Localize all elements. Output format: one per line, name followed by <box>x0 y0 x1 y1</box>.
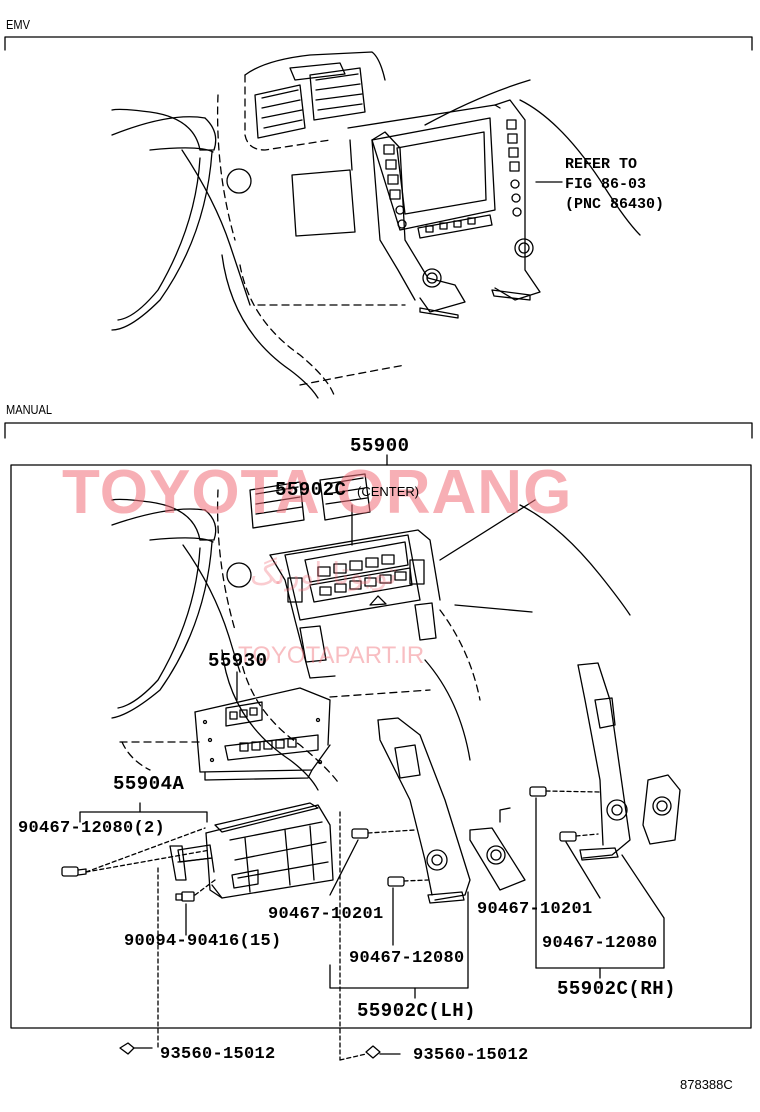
leader-lines <box>79 790 665 1061</box>
part-label-control-unit: 55930 <box>208 650 268 672</box>
rh-panel-drawing <box>577 662 681 861</box>
part-label-rh-panel: 55902C(RH) <box>557 978 677 1000</box>
watermark-brand: TOYOTA ORANG <box>62 458 573 527</box>
figure-code: 878388C <box>680 1077 733 1092</box>
emv-display-unit <box>291 99 563 319</box>
part-label-clip-rh-2: 90467-12080 <box>542 934 658 953</box>
part-label-assembly: 55900 <box>350 435 410 457</box>
part-label-nut-left: 93560-15012 <box>160 1045 276 1064</box>
part-label-nut-right: 93560-15012 <box>413 1046 529 1065</box>
manual-section-label: MANUAL <box>6 402 53 417</box>
emv-vents <box>254 62 366 139</box>
manual-dashboard-lines <box>111 489 631 791</box>
fasteners <box>61 786 577 1059</box>
emv-section-bracket <box>4 36 753 51</box>
part-label-clip-lh-2: 90467-12080 <box>349 949 465 968</box>
refer-note-line1: REFER TO <box>565 156 638 173</box>
part-label-center-panel: 55902C <box>275 479 347 501</box>
lh-panel-drawing <box>377 717 526 904</box>
part-label-center-suffix: (CENTER) <box>357 484 420 499</box>
manual-assembly-frame <box>10 464 752 1029</box>
bracket-55904a <box>169 802 334 899</box>
control-unit-55930 <box>194 671 331 781</box>
emv-dashboard-lines <box>111 51 641 399</box>
part-label-lh-panel: 55902C(LH) <box>357 1000 477 1022</box>
part-label-clip-rh-1: 90467-10201 <box>477 900 593 919</box>
part-label-clip-lh-1: 90467-10201 <box>268 905 384 924</box>
watermark-site: TOYOTAPART.IR <box>238 642 425 669</box>
manual-section-bracket <box>4 422 753 466</box>
part-label-bolt-count: 90094-90416(15) <box>124 932 282 951</box>
part-label-bracket: 55904A <box>113 773 185 795</box>
refer-note-line2: FIG 86-03 <box>565 176 647 193</box>
part-label-screw-a: 90467-12080(2) <box>18 819 166 838</box>
refer-note-line3: (PNC 86430) <box>565 196 665 213</box>
center-panel-drawing <box>249 473 441 679</box>
emv-section-label: EMV <box>6 17 30 32</box>
watermark-persian: تویوتا اورنگ <box>250 557 398 592</box>
